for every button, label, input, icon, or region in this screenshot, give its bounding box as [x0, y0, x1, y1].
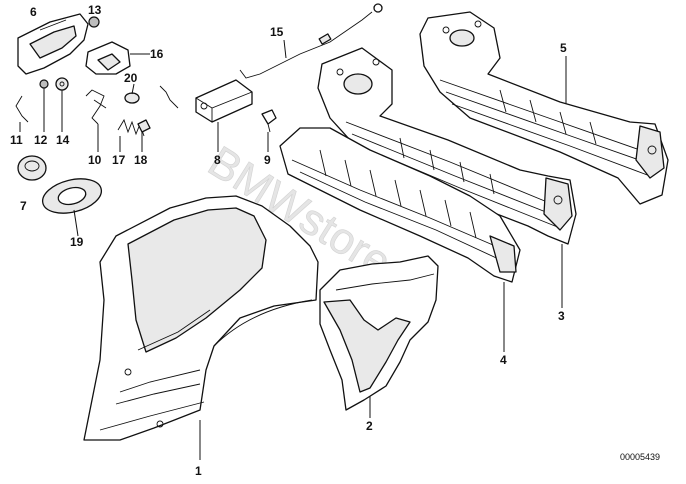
part-13-grommet[interactable]	[88, 16, 100, 28]
leader-lines	[19, 39, 567, 460]
part-20-rubber-buffer[interactable]	[124, 92, 140, 104]
callout-19: 19	[70, 235, 84, 249]
callout-17: 17	[112, 153, 126, 167]
part-6-fuel-filler-housing[interactable]	[17, 13, 89, 75]
callout-12: 12	[34, 133, 48, 147]
part-12-screw[interactable]	[39, 79, 49, 89]
part-2-wheel-arch-panel[interactable]	[319, 255, 439, 411]
callout-9: 9	[264, 153, 271, 167]
part-5-rear-member-upper[interactable]	[419, 11, 669, 205]
callout-5: 5	[560, 41, 567, 55]
callout-7: 7	[20, 199, 27, 213]
callout-13: 13	[88, 3, 102, 17]
callout-2: 2	[366, 419, 373, 433]
part-4-rear-member-lower[interactable]	[279, 127, 521, 283]
part-10-lever[interactable]	[85, 89, 107, 125]
callout-8: 8	[214, 153, 221, 167]
part-1-side-panel[interactable]	[83, 195, 319, 441]
part-18-pin[interactable]	[137, 119, 151, 133]
callout-16: 16	[150, 47, 164, 61]
callout-18: 18	[134, 153, 148, 167]
callout-14: 14	[56, 133, 70, 147]
callout-6: 6	[30, 5, 37, 19]
diagram-id: 00005439	[620, 452, 660, 462]
callout-labels: 1 2 3 4 5 6 7 8 9 10 11 12 13 14 15 16 1…	[10, 3, 567, 478]
part-19-seal[interactable]	[39, 173, 105, 219]
part-14-nut[interactable]	[55, 77, 69, 91]
part-15-cable-rod[interactable]	[239, 3, 383, 79]
callout-4: 4	[500, 353, 507, 367]
callout-3: 3	[558, 309, 565, 323]
part-11-spring-clip[interactable]	[15, 95, 29, 123]
callout-1: 1	[195, 464, 202, 478]
part-8-actuator[interactable]	[159, 79, 253, 123]
part-7-grommet[interactable]	[17, 155, 47, 181]
callout-15: 15	[270, 25, 284, 39]
callout-10: 10	[88, 153, 102, 167]
callout-11: 11	[10, 133, 23, 147]
part-16-bracket[interactable]	[85, 41, 131, 75]
callout-20: 20	[124, 71, 138, 85]
part-9-bolt[interactable]	[261, 109, 277, 133]
